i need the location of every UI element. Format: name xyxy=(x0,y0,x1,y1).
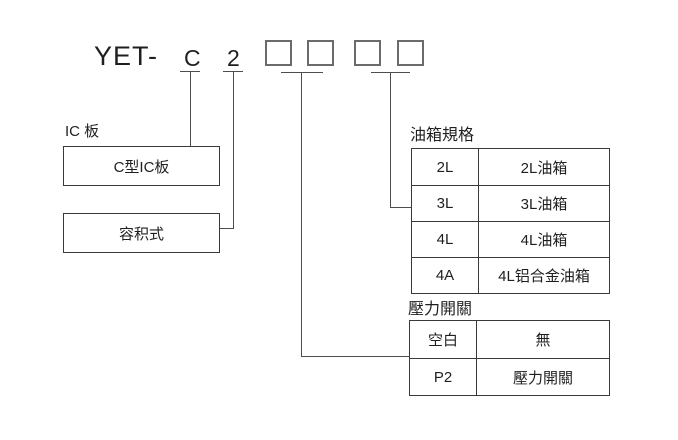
blank-box-1 xyxy=(265,40,292,66)
pressure-row-code: P2 xyxy=(410,358,476,395)
connector-underline-pressure-boxes xyxy=(281,72,323,73)
pressure-row-desc: 壓力開關 xyxy=(476,358,609,395)
volumetric-box: 容积式 xyxy=(63,213,220,253)
tank-row-desc: 2L油箱 xyxy=(478,149,609,185)
connector-vline-volumetric xyxy=(233,71,234,229)
connector-hline-volumetric xyxy=(220,228,234,229)
pressure-row-code: 空白 xyxy=(427,332,458,349)
tank-spec-table: 2L 2L油箱 3L 3L油箱 4L 4L油箱 4A 4L铝合金油箱 xyxy=(411,148,610,294)
blank-box-2 xyxy=(307,40,334,66)
tank-row-desc: 4L油箱 xyxy=(478,221,609,257)
blank-box-4 xyxy=(397,40,424,66)
tank-row-code: 2L xyxy=(436,158,454,176)
pressure-row-desc: 無 xyxy=(476,321,609,358)
volumetric-value: 容积式 xyxy=(118,225,164,243)
model-prefix: YET- xyxy=(94,41,159,71)
connector-hline-pressure xyxy=(301,356,410,357)
tank-row-desc: 3L油箱 xyxy=(478,185,609,221)
tank-row-code: 4A xyxy=(412,257,478,293)
model-segment-ic: C xyxy=(184,45,201,71)
connector-vline-tank xyxy=(390,72,391,208)
connector-hline-tank xyxy=(390,207,412,208)
tank-row-desc: 4L铝合金油箱 xyxy=(478,257,609,293)
pressure-switch-table: 空白 無 P2 壓力開關 xyxy=(409,320,610,396)
blank-box-3 xyxy=(354,40,381,66)
pressure-switch-title: 壓力開關 xyxy=(408,301,473,318)
tank-row-code: 3L xyxy=(412,185,478,221)
ic-board-value: C型IC板 xyxy=(113,158,170,176)
connector-vline-pressure xyxy=(301,72,302,357)
ic-board-label: IC 板 xyxy=(65,123,100,140)
tank-row-code: 4L xyxy=(412,221,478,257)
connector-vline-ic xyxy=(190,71,191,147)
model-segment-volumetric: 2 xyxy=(227,45,240,71)
tank-spec-title: 油箱規格 xyxy=(410,127,475,144)
ic-board-box: C型IC板 xyxy=(63,146,220,186)
